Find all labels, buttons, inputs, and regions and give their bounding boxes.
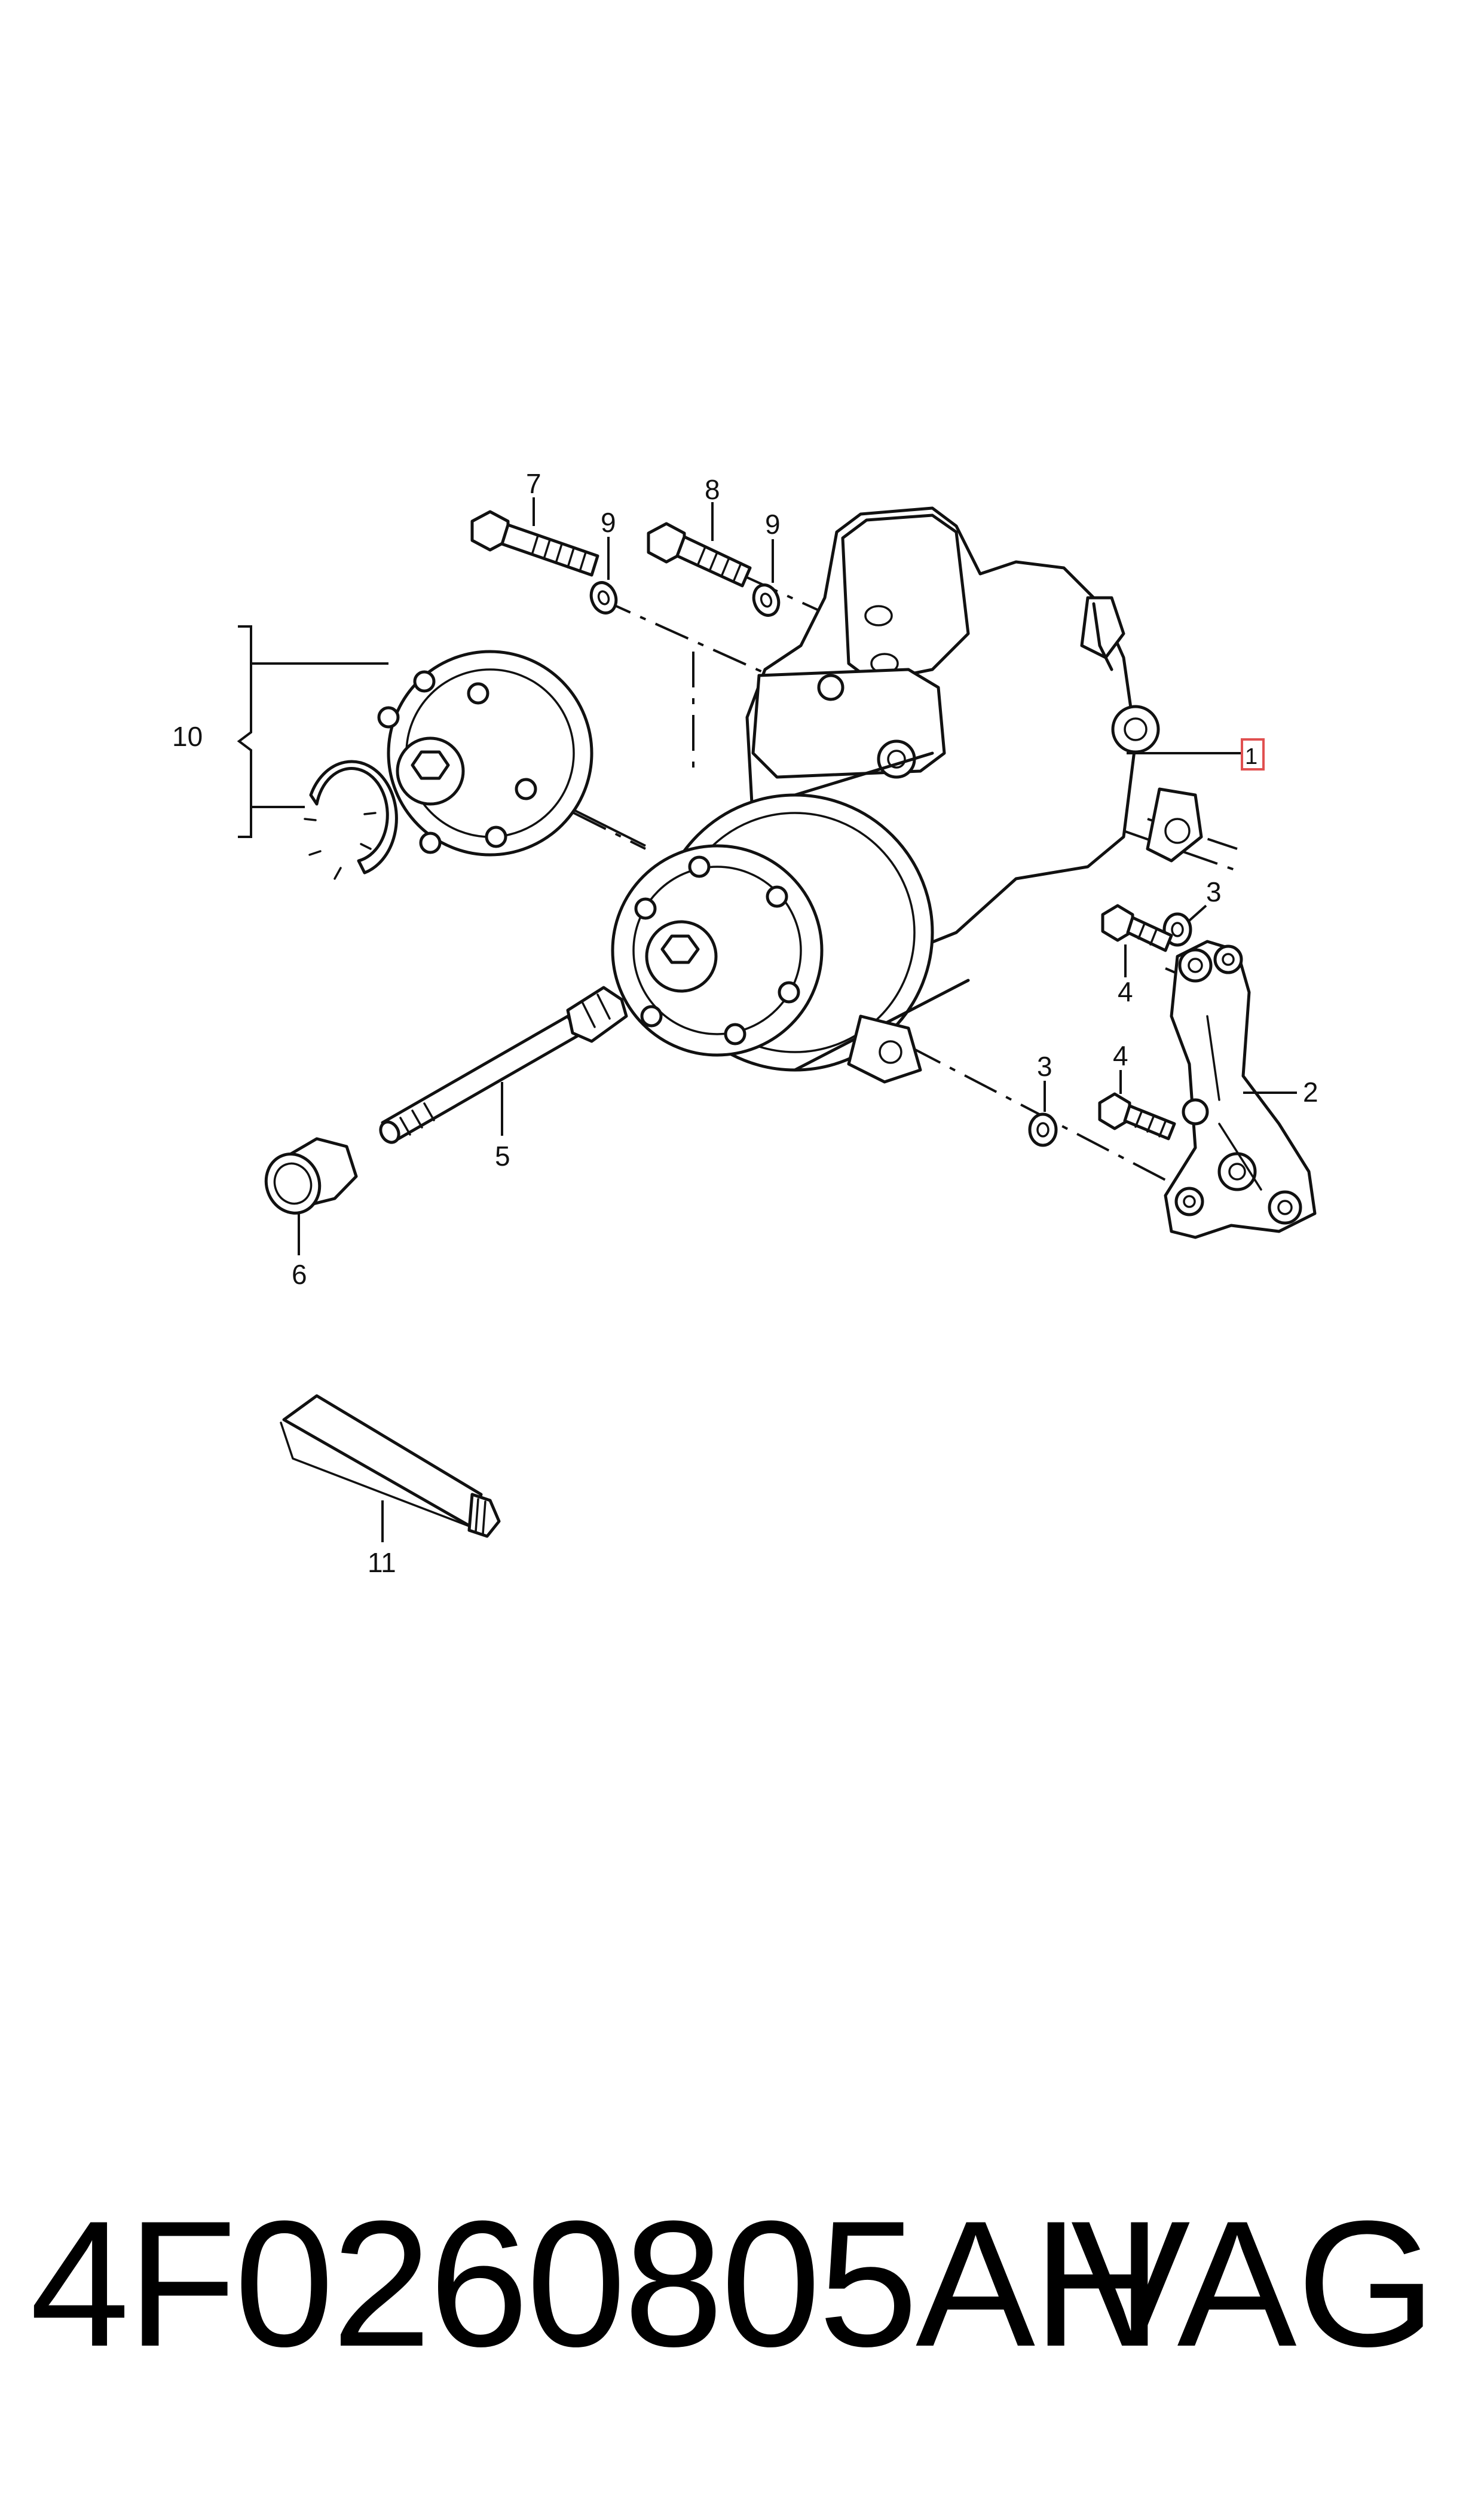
callout-10: 10 [172,721,203,752]
callout-11: 11 [368,1547,396,1578]
highlight-box [1241,738,1265,771]
washer-9-left [589,581,618,615]
stud-5 [379,986,628,1144]
callout-3-upper: 3 [1206,876,1222,907]
part-number: 4F0260805AH [30,2183,1162,2384]
bracket-2 [1164,940,1317,1239]
compressor-1 [611,506,1203,1084]
callout-2: 2 [1303,1077,1318,1108]
callout-4-lower: 4 [1113,1040,1128,1071]
callout-6: 6 [292,1259,307,1290]
callout-9-right: 9 [765,509,781,540]
callout-9-left: 9 [601,507,616,538]
callout-4-upper: 4 [1118,976,1133,1007]
callout-8: 8 [705,474,720,505]
callout-1: 1 [1245,744,1257,769]
pulley-10 [377,650,593,857]
bolt-4-upper [1101,904,1173,952]
sleeve-3-lower [1028,1112,1058,1147]
callout-5: 5 [495,1141,510,1172]
cap-6 [264,1137,358,1215]
bolt-4-lower [1098,1092,1176,1141]
callout-7: 7 [526,468,541,499]
callouts: 7 9 8 9 10 1 3 4 2 3 4 5 6 11 [172,468,1318,1578]
snap-ring-10 [304,760,398,880]
footer: 4F0260805AH VAG [0,2176,1484,2391]
leader-lines [237,497,1297,1542]
grease-tube-11 [280,1394,501,1538]
washer-9-right [752,583,781,617]
brand-label: VAG [1070,2183,1436,2384]
bolt-8 [647,522,752,588]
bolt-7 [470,510,599,577]
callout-3-lower: 3 [1037,1051,1052,1082]
